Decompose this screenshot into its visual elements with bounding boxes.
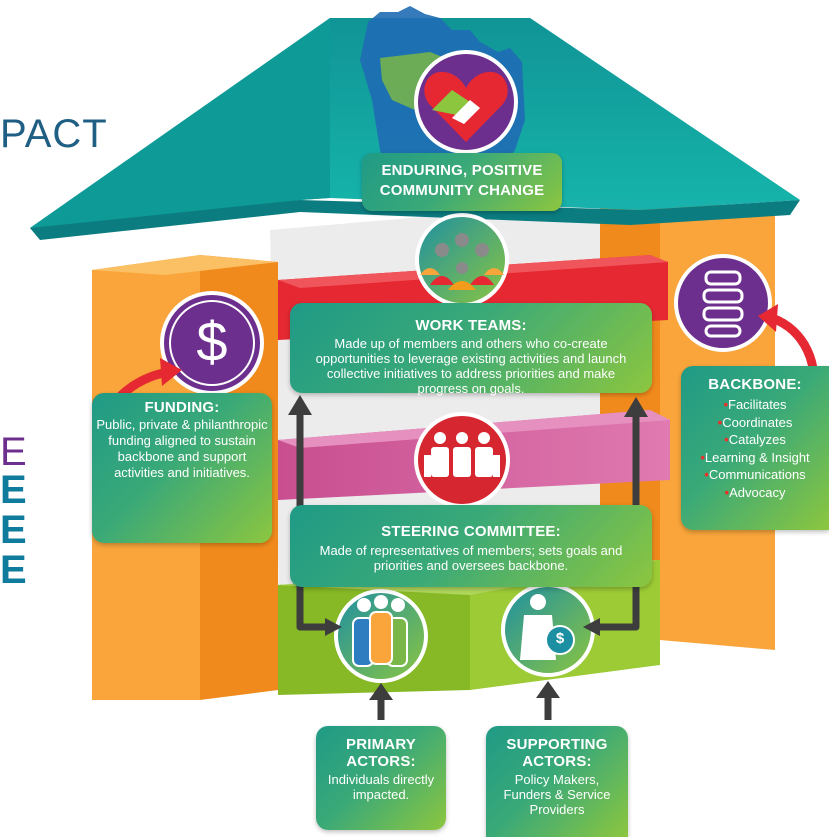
arrow-primary-to-workteams bbox=[296, 410, 330, 631]
supporting-actors-card: SUPPORTING ACTORS: Policy Makers, Funder… bbox=[486, 726, 628, 837]
steering-figures-icon bbox=[414, 412, 510, 508]
arrowhead-primary-up bbox=[369, 683, 393, 700]
arrowhead-supporting-left bbox=[583, 618, 600, 636]
arrow-supporting-to-workteams bbox=[595, 412, 640, 631]
arrowhead-primary-right bbox=[325, 618, 342, 636]
backbone-title: BACKBONE: bbox=[708, 376, 802, 393]
impact-text-fragment: PACT bbox=[0, 112, 108, 156]
backbone-item: •Learning & Insight bbox=[700, 449, 810, 465]
steering-committee-card: STEERING COMMITTEE: Made of representati… bbox=[290, 505, 652, 587]
funding-title: FUNDING: bbox=[144, 399, 220, 416]
work-teams-card: WORK TEAMS: Made up of members and other… bbox=[290, 303, 652, 396]
backbone-card: BACKBONE: •Facilitates •Coordinates •Cat… bbox=[681, 366, 829, 530]
supporting-actors-title-1: SUPPORTING bbox=[506, 736, 608, 753]
arrowhead-right-up bbox=[624, 397, 648, 417]
backbone-item: •Advocacy bbox=[724, 484, 786, 500]
heart-handshake-icon bbox=[414, 50, 518, 154]
steering-committee-text: Made of representatives of members; sets… bbox=[319, 543, 623, 573]
money-bag-glyph: $ bbox=[555, 630, 565, 647]
work-teams-text: Made up of members and others who co-cre… bbox=[315, 336, 627, 396]
work-teams-title: WORK TEAMS: bbox=[415, 317, 527, 334]
backbone-item: •Coordinates bbox=[717, 414, 793, 430]
red-arrowhead-backbone bbox=[758, 304, 778, 332]
community-change-card: ENDURING, POSITIVE COMMUNITY CHANGE bbox=[362, 153, 562, 211]
teal-letter-fragment-1: E bbox=[0, 468, 27, 512]
teal-letter-fragment-3: E bbox=[0, 548, 27, 592]
primary-actors-text: Individuals directly impacted. bbox=[327, 772, 435, 802]
red-arrowhead-funding bbox=[160, 358, 182, 386]
funding-text: Public, private & philanthropic funding … bbox=[96, 417, 268, 480]
supporting-actors-text: Policy Makers, Funders & Service Provide… bbox=[503, 772, 611, 817]
people-group-icon bbox=[415, 213, 509, 307]
supporting-actors-title-2: ACTORS: bbox=[522, 753, 592, 770]
dollar-circle-icon bbox=[160, 291, 264, 395]
purple-letter-fragment: E bbox=[0, 430, 27, 474]
arrowhead-supporting-up bbox=[536, 681, 560, 698]
backbone-item: •Facilitates bbox=[723, 397, 787, 412]
backbone-list: •Facilitates •Coordinates •Catalyzes •Le… bbox=[681, 396, 829, 501]
community-change-line1: ENDURING, POSITIVE bbox=[381, 162, 543, 179]
primary-actors-title-1: PRIMARY bbox=[345, 736, 416, 753]
three-people-icon bbox=[334, 589, 428, 683]
teal-letter-fragment-2: E bbox=[0, 508, 27, 552]
community-change-line2: COMMUNITY CHANGE bbox=[379, 182, 545, 199]
money-bag-person-icon bbox=[501, 583, 595, 677]
dollar-glyph: $ bbox=[196, 310, 228, 373]
primary-actors-title-2: ACTORS: bbox=[346, 753, 416, 770]
backbone-item: •Communications bbox=[704, 467, 806, 482]
funding-card: FUNDING: Public, private & philanthropic… bbox=[92, 393, 272, 543]
spine-circle-icon bbox=[674, 254, 772, 352]
arrowhead-left-up bbox=[288, 395, 312, 415]
primary-actors-card: PRIMARY ACTORS: Individuals directly imp… bbox=[316, 726, 446, 830]
connector-arrows bbox=[296, 410, 640, 720]
roof bbox=[30, 18, 800, 240]
steering-committee-title: STEERING COMMITTEE: bbox=[381, 523, 561, 540]
backbone-item: •Catalyzes bbox=[724, 432, 786, 447]
